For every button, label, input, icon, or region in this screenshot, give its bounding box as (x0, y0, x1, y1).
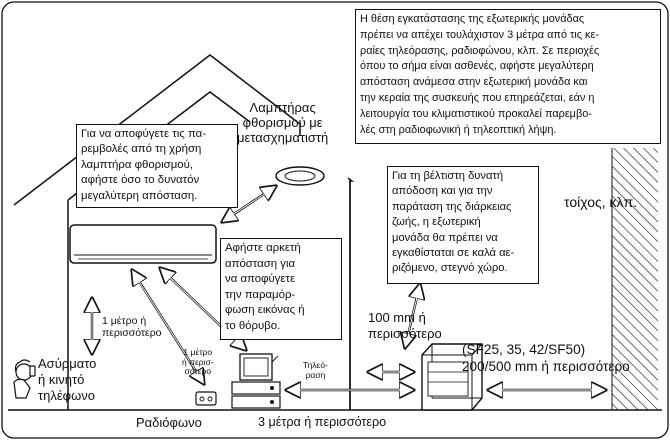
label-models-clearance: (SF25, 35, 42/SF50) 200/500 mm ή περισσό… (462, 342, 630, 374)
note-image-distortion: Αφήστε αρκετή απόσταση για να αποφύγετε … (220, 238, 342, 340)
wall-hatch (612, 148, 658, 410)
label-tv: Τηλεό- ραση (303, 360, 328, 380)
tv-set (231, 353, 281, 409)
person-with-phone (13, 359, 36, 399)
note-best-performance: Για τη βέλτιστη δυνατή απόδοση και για τ… (387, 166, 539, 284)
label-lamp: Λαμπτήρας φθορισμού με μετασχηματιστή (237, 100, 329, 145)
label-one-meter-small: 1 μέτρο ή περισ- σότερο (182, 347, 214, 376)
radio-device (195, 391, 217, 406)
fluorescent-lamp (275, 166, 325, 186)
label-radio: Ραδιόφωνο (136, 415, 202, 430)
label-wall: τοίχος, κλπ. (564, 194, 638, 210)
label-one-meter: 1 μέτρο ή περισσότερο (102, 315, 162, 339)
outdoor-unit (421, 343, 483, 411)
label-three-meters: 3 μέτρα ή περισσότερο (258, 415, 387, 429)
note-fluorescent-interference: Για να αποφύγετε τις πα- ρεμβολές από τη… (76, 124, 238, 208)
label-clearance-100: 100 mm ή περισσότερο (368, 310, 442, 341)
indoor-unit (69, 224, 217, 264)
label-phone: Ασύρματο ή κινητό τηλέφωνο (38, 356, 97, 403)
note-outdoor-distance: Η θέση εγκατάστασης της εξωτερικής μονάδ… (355, 9, 661, 144)
